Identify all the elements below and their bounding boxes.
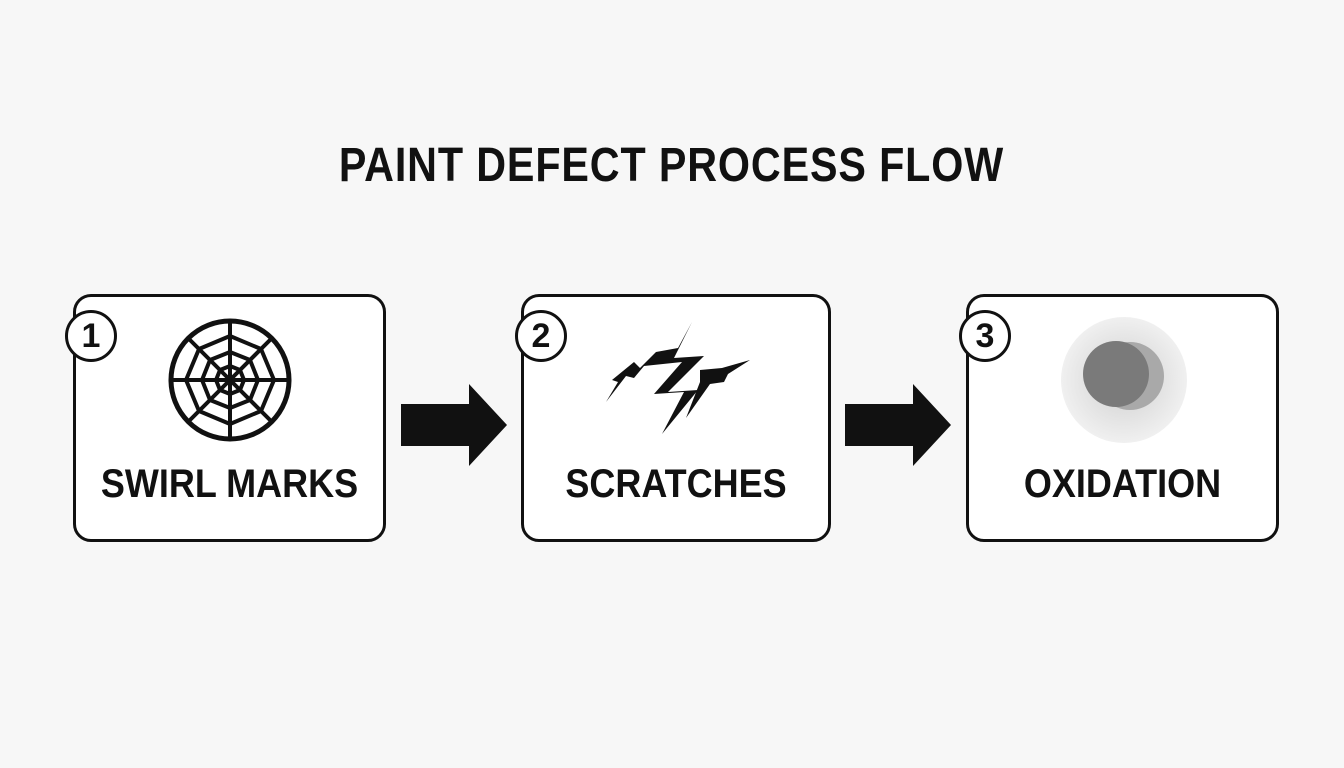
step-number-badge-1: 1: [65, 310, 117, 362]
arrow-right-icon: [845, 384, 951, 466]
step-number-badge-2: 2: [515, 310, 567, 362]
step-box-oxidation: [966, 294, 1279, 542]
step-label-scratches: SCRATCHES: [565, 462, 787, 506]
step-label-swirl-marks: SWIRL MARKS: [100, 462, 359, 506]
step-label-oxidation: OXIDATION: [1023, 462, 1222, 506]
step-number-badge-3: 3: [959, 310, 1011, 362]
lightning-scratch-icon: [606, 322, 750, 434]
arrow-right-icon: [401, 384, 507, 466]
step-box-scratches: [521, 294, 831, 542]
spider-web-icon: [168, 318, 292, 442]
diagram-title: PAINT DEFECT PROCESS FLOW: [338, 139, 1005, 192]
oxidation-spot-icon: [1061, 317, 1187, 443]
